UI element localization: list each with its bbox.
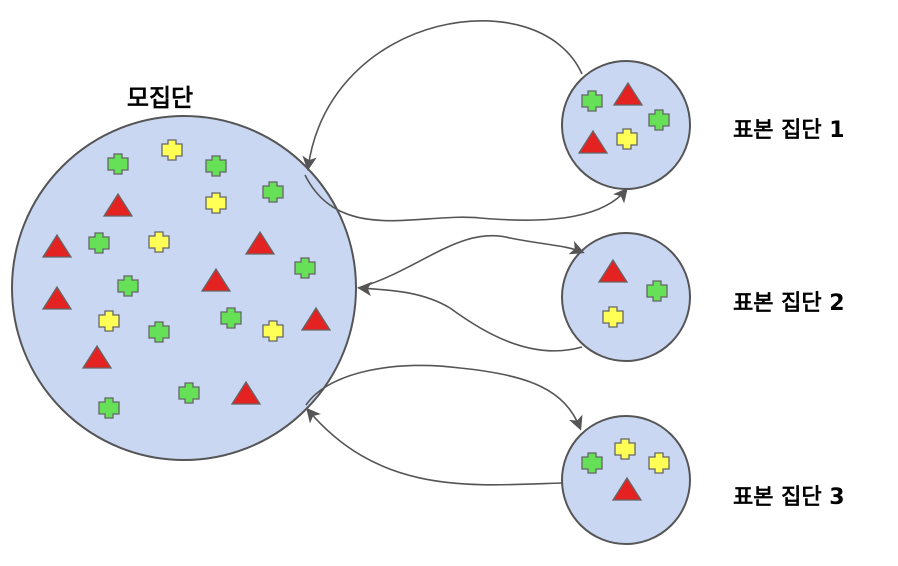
- population-circle: [11, 115, 357, 461]
- population-label: 모집단: [127, 84, 193, 112]
- sample-label-3: 표본 집단 3: [733, 485, 845, 510]
- sample-label-1: 표본 집단 1: [733, 118, 845, 143]
- arrow-population-to-sample1: [304, 174, 628, 222]
- arrows: [302, 20, 628, 486]
- arrow-sample2-to-population: [357, 281, 583, 352]
- sample-circle-1: [561, 60, 691, 190]
- arrow-population-to-sample3: [305, 364, 583, 431]
- sample-label-2: 표본 집단 2: [733, 291, 845, 316]
- arrow-population-to-sample2: [357, 234, 585, 289]
- arrow-sample3-to-population: [306, 407, 563, 486]
- sample-circle-2: [561, 232, 691, 362]
- arrow-sample1-to-population: [302, 20, 583, 171]
